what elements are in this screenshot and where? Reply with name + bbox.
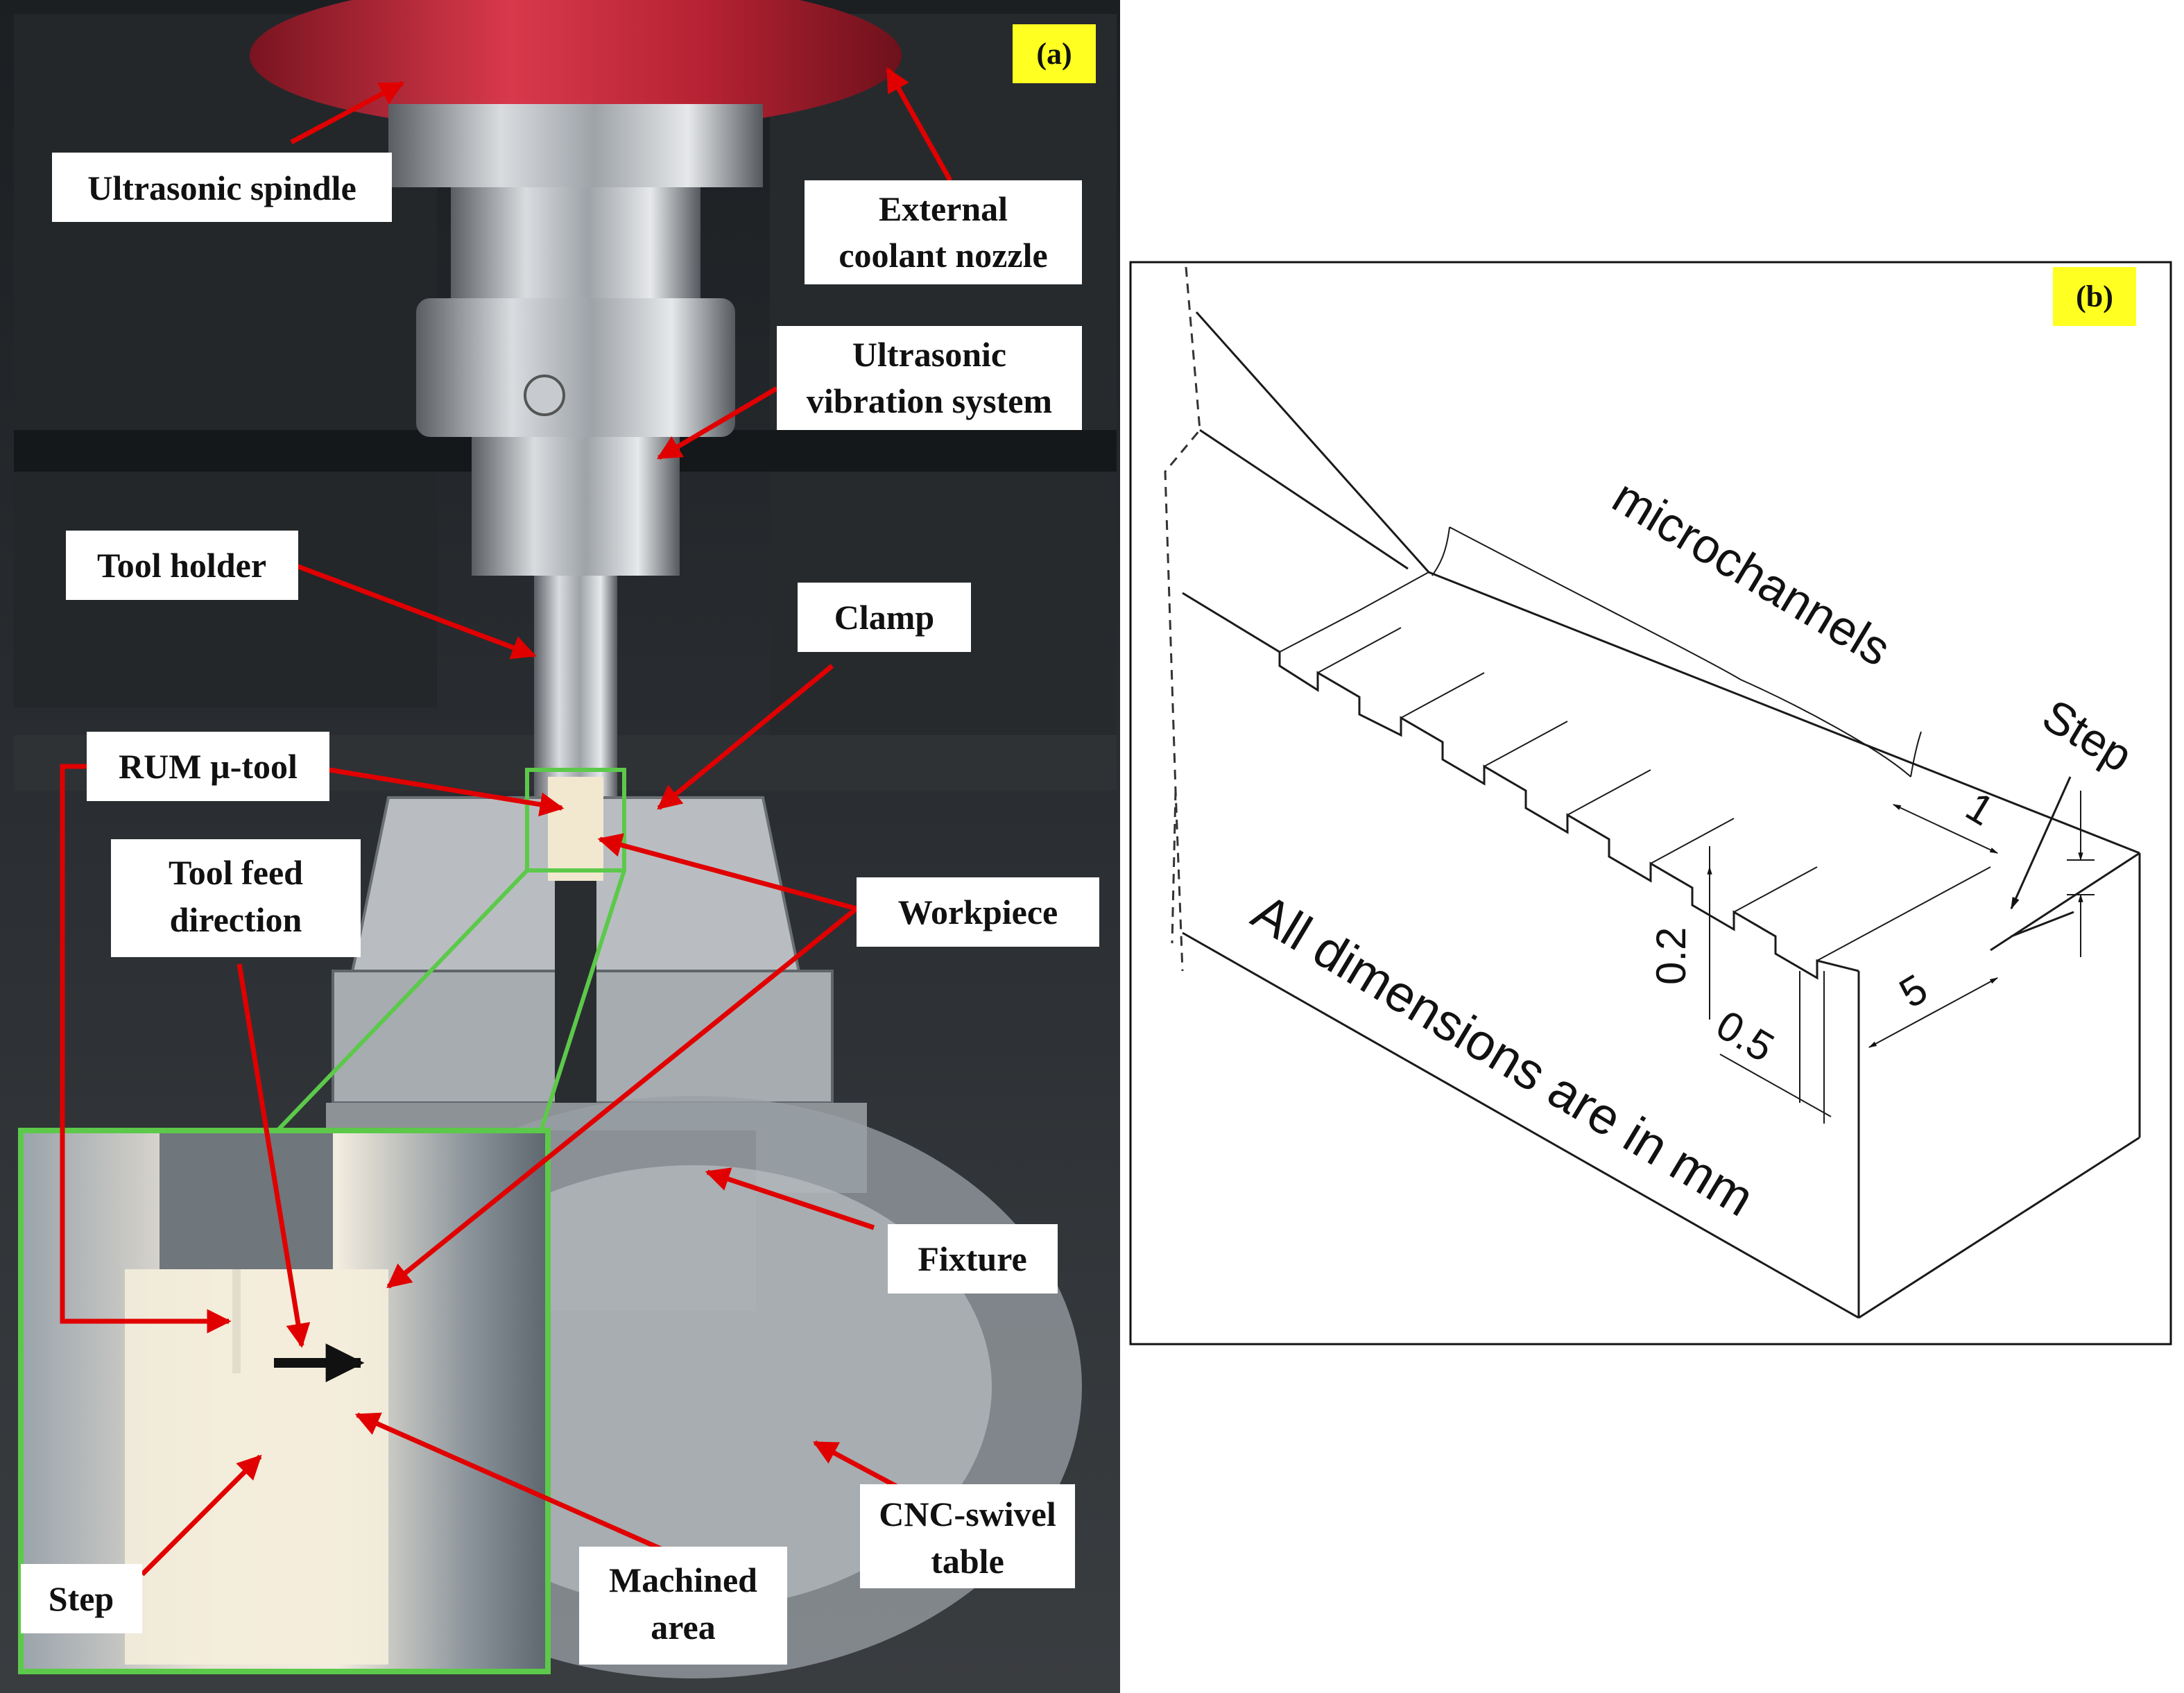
microchannels-brace xyxy=(1431,526,1922,777)
zoom-region-box xyxy=(525,768,626,873)
tool-holder-shank xyxy=(534,576,617,798)
label-step-photo: Step xyxy=(49,1579,114,1618)
panel-a-labels: Ultrasonic spindle External coolant nozz… xyxy=(21,153,1099,1665)
label-fixture: Fixture xyxy=(918,1239,1026,1278)
label-machined-area-line1: Machined xyxy=(609,1561,757,1599)
dim-02: 0.2 xyxy=(1648,927,1694,985)
panel-a-tag-text: (a) xyxy=(1036,37,1072,71)
label-tool-feed-line2: direction xyxy=(170,900,302,939)
annotation-arrows xyxy=(60,67,953,1576)
panel-b-frame xyxy=(1129,261,2172,1346)
spindle-housing xyxy=(250,0,902,132)
label-ultrasonic-vibration-line2: vibration system xyxy=(807,381,1052,420)
inset-frame xyxy=(18,1128,551,1674)
label-external-coolant-line2: coolant nozzle xyxy=(839,236,1047,275)
isometric-block xyxy=(1182,311,2141,1319)
label-machined-area-line2: area xyxy=(651,1608,715,1647)
label-clamp: Clamp xyxy=(834,598,934,637)
label-workpiece: Workpiece xyxy=(898,893,1058,931)
label-ultrasonic-spindle: Ultrasonic spindle xyxy=(87,169,356,207)
panel-a-tag: (a) xyxy=(1013,24,1096,83)
panel-b-tag: (b) xyxy=(2053,267,2136,326)
label-cnc-table-line1: CNC-swivel xyxy=(879,1495,1056,1533)
label-ultrasonic-vibration-line1: Ultrasonic xyxy=(852,335,1006,374)
workpiece-block xyxy=(548,777,603,881)
label-external-coolant-line1: External xyxy=(879,189,1008,228)
label-tool-feed-line1: Tool feed xyxy=(169,853,303,892)
label-rum-tool: RUM µ-tool xyxy=(119,747,298,786)
panel-b-drawing: (b) mic xyxy=(1129,261,2172,1346)
label-tool-holder: Tool holder xyxy=(97,546,266,585)
panel-b-tag-text: (b) xyxy=(2076,280,2113,313)
label-cnc-table-line2: table xyxy=(931,1542,1004,1581)
